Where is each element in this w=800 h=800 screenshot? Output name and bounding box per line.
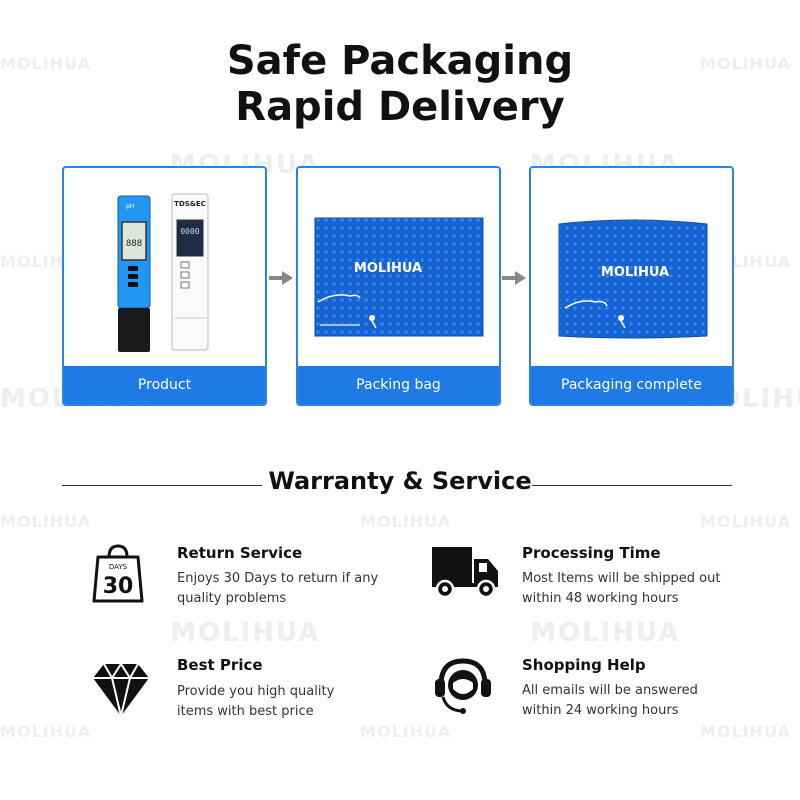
watermark: MOLIHUA: [360, 512, 451, 531]
delivery-truck-icon: [432, 547, 498, 599]
watermark: MOLIHUA: [0, 512, 91, 531]
watermark: MOLIHUA: [700, 512, 791, 531]
step-label: Product: [64, 366, 265, 404]
watermark: MOLIHUA: [700, 54, 791, 73]
headset-support-icon: [435, 658, 491, 714]
sealed-bag-image: MOLIHUA: [531, 168, 732, 366]
section-title-warranty: Warranty & Service: [268, 467, 532, 495]
step-card-product: 888 pH TDS&EC 0000 Product: [62, 166, 267, 406]
step-card-packaging-complete: MOLIHUA Packaging complete: [529, 166, 734, 406]
feature-title: Best Price: [177, 656, 263, 674]
watermark: MOLIHUA: [0, 722, 91, 741]
feature-text-line: within 24 working hours: [522, 703, 679, 718]
diamond-icon: [93, 662, 149, 717]
packing-bag-image: MOLIHUA: [298, 168, 499, 366]
badge-days: DAYS: [109, 563, 128, 571]
ph-meter-label: pH: [126, 203, 134, 210]
feature-text-line: Provide you high quality: [177, 684, 335, 699]
feature-text: Provide you high quality items with best…: [177, 682, 407, 722]
page-title: Safe Packaging Rapid Delivery: [0, 38, 800, 130]
shopping-bag-30-days-icon: DAYS 30: [92, 544, 144, 603]
feature-text: Enjoys 30 Days to return if any quality …: [177, 569, 407, 609]
title-line-1: Safe Packaging: [226, 38, 574, 84]
feature-text-line: within 48 working hours: [522, 591, 679, 606]
feature-text-line: All emails will be answered: [522, 683, 698, 698]
tds-display: 0000: [180, 227, 199, 236]
feature-text-line: quality problems: [177, 591, 287, 606]
tds-meter-label: TDS&EC: [174, 200, 206, 208]
feature-title: Return Service: [177, 544, 303, 562]
feature-title: Processing Time: [522, 544, 661, 562]
badge-number: 30: [103, 574, 134, 599]
step-label: Packing bag: [298, 366, 499, 404]
watermark: MOLIHUA: [0, 54, 91, 73]
bag-brand-label: MOLIHUA: [601, 265, 669, 280]
arrow-right-icon: [269, 271, 293, 285]
product-image: 888 pH TDS&EC 0000: [64, 168, 265, 366]
feature-text-line: Enjoys 30 Days to return if any: [177, 571, 379, 586]
feature-title: Shopping Help: [522, 656, 646, 674]
divider-left: [62, 485, 262, 486]
watermark: MOLIHUA: [170, 618, 321, 648]
watermark: MOLIHUA: [700, 722, 791, 741]
feature-text-line: Most Items will be shipped out: [522, 571, 721, 586]
watermark: MOLIHUA: [530, 618, 681, 648]
step-card-packing-bag: MOLIHUA Packing bag: [296, 166, 501, 406]
feature-text: Most Items will be shipped out within 48…: [522, 569, 752, 609]
feature-text-line: items with best price: [177, 704, 314, 719]
step-label: Packaging complete: [531, 366, 732, 404]
bag-brand-label: MOLIHUA: [354, 261, 422, 276]
title-line-2: Rapid Delivery: [235, 84, 565, 130]
feature-text: All emails will be answered within 24 wo…: [522, 681, 752, 721]
arrow-right-icon: [502, 271, 526, 285]
divider-right: [532, 485, 732, 486]
svg-text:888: 888: [126, 239, 142, 249]
watermark: MOLIHUA: [360, 722, 451, 741]
